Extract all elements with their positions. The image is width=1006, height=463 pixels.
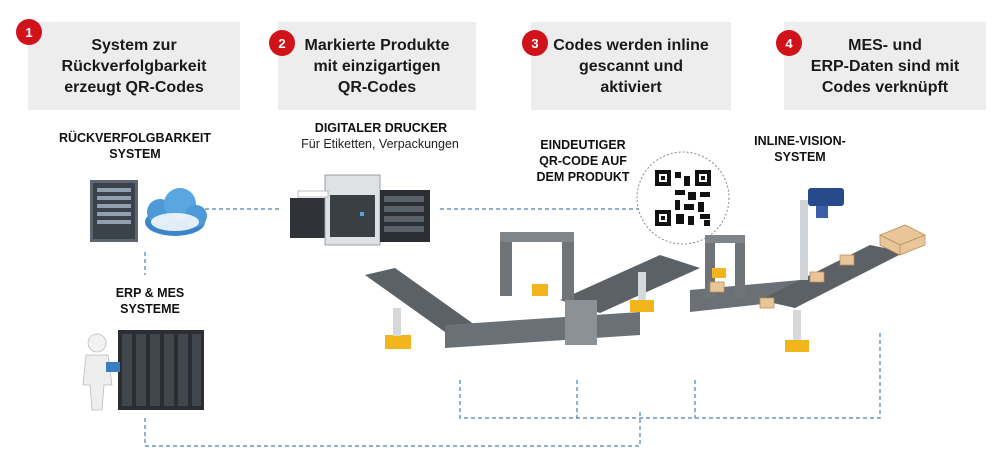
qr-line-2: QR-CODE AUF <box>539 154 627 168</box>
connector-line-bus <box>459 330 881 419</box>
step-3-line-1: Codes werden inline <box>553 36 709 54</box>
qr-line-3: DEM PRODUKT <box>536 170 630 184</box>
step-3-line-3: aktiviert <box>600 78 662 96</box>
erp-line-2: SYSTEME <box>120 302 180 316</box>
step-title-3: Codes werden inline gescannt und aktivie… <box>553 35 709 98</box>
vision-line-2: SYSTEM <box>774 150 826 164</box>
step-box-2: Markierte Produkte mit einzigartigen QR-… <box>278 22 476 110</box>
printer-sublabel: Für Etiketten, Verpackungen <box>301 137 459 151</box>
step-box-3: Codes werden inline gescannt und aktivie… <box>531 22 731 110</box>
vision-camera-icon <box>800 188 844 280</box>
step-number-2: 2 <box>269 30 295 56</box>
step-number-4: 4 <box>776 30 802 56</box>
traceability-line-2: SYSTEM <box>109 147 161 161</box>
step-4-line-1: MES- und <box>848 36 922 54</box>
erp-mes-label: ERP & MES SYSTEME <box>90 285 210 317</box>
vision-system-label: INLINE-VISION- SYSTEM <box>735 133 865 165</box>
person-icon <box>82 333 120 411</box>
server-cloud-icon <box>90 180 207 242</box>
qr-code-label: EINDEUTIGER QR-CODE AUF DEM PRODUKT <box>518 137 648 185</box>
qr-line-1: EINDEUTIGER <box>540 138 626 152</box>
step-2-line-1: Markierte Produkte <box>304 36 450 54</box>
connector-erp-line <box>144 410 641 447</box>
conveyor-line <box>365 232 905 348</box>
vision-line-1: INLINE-VISION- <box>754 134 846 148</box>
step-1-line-3: erzeugt QR-Codes <box>64 78 204 96</box>
step-title-4: MES- und ERP-Daten sind mit Codes verknü… <box>811 35 959 98</box>
step-4-line-2: ERP-Daten sind mit <box>810 57 960 75</box>
dashed-connectors <box>144 208 881 447</box>
erp-line-1: ERP & MES <box>115 286 185 300</box>
step-3-line-2: gescannt und <box>578 57 683 75</box>
printer-icon <box>290 174 430 246</box>
step-2-line-3: QR-Codes <box>337 78 417 96</box>
step-number-1: 1 <box>16 19 42 45</box>
step-box-1: System zur Rückverfolgbarkeit erzeugt QR… <box>28 22 240 110</box>
qr-code-icon <box>636 151 730 245</box>
traceability-system-label: RÜCKVERFOLGBARKEIT SYSTEM <box>40 130 230 162</box>
step-title-2: Markierte Produkte mit einzigartigen QR-… <box>305 35 450 98</box>
server-rack-icon <box>118 330 204 410</box>
step-2-line-2: mit einzigartigen <box>313 57 441 75</box>
step-1-line-2: Rückverfolgbarkeit <box>61 57 207 75</box>
box-icon <box>709 224 926 309</box>
step-title-1: System zur Rückverfolgbarkeit erzeugt QR… <box>62 35 207 98</box>
step-1-line-1: System zur <box>91 36 177 54</box>
step-box-4: MES- und ERP-Daten sind mit Codes verknü… <box>784 22 986 110</box>
traceability-line-1: RÜCKVERFOLGBARKEIT <box>58 131 212 145</box>
robot-arm-icon <box>385 268 809 352</box>
printer-label: DIGITALER DRUCKER <box>314 121 448 135</box>
step-4-line-3: Codes verknüpft <box>821 78 949 96</box>
step-number-3: 3 <box>522 30 548 56</box>
